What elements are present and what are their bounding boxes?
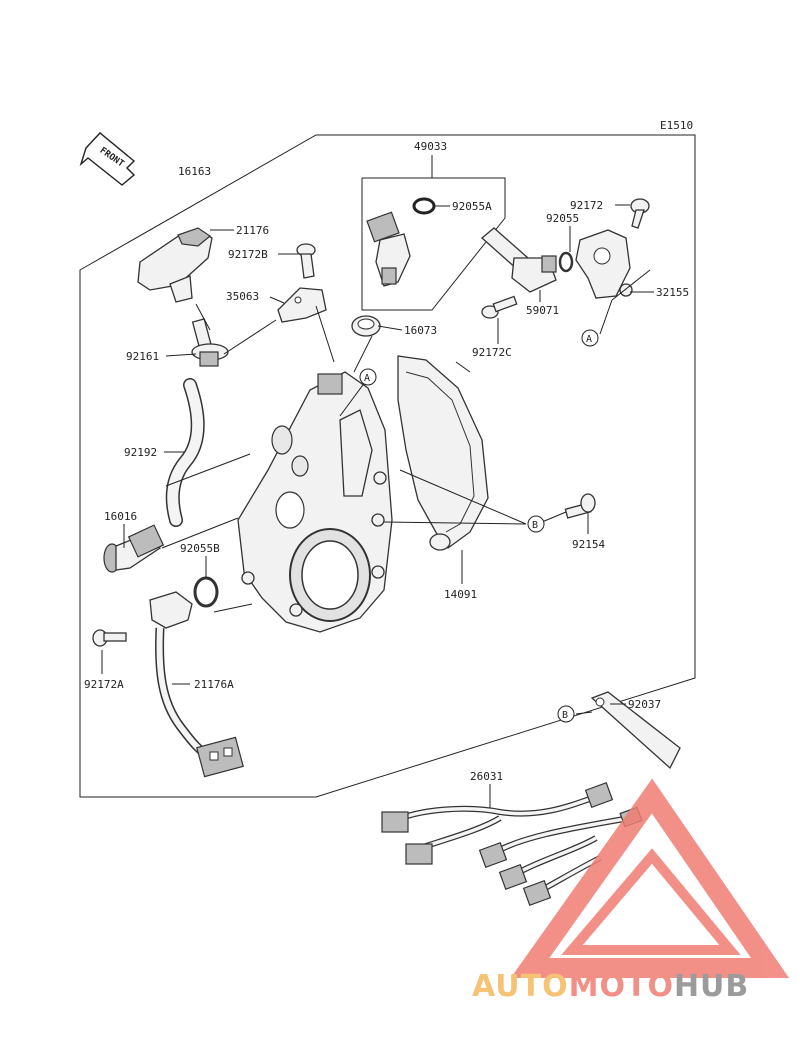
- part-label-35063: 35063: [226, 290, 259, 303]
- svg-text:AUTOMOTOHUB: AUTOMOTOHUB: [472, 969, 749, 1004]
- part-label-92172c: 92172C: [472, 346, 512, 359]
- injector-subframe: [361, 177, 506, 311]
- callout-b-body: B: [527, 515, 545, 533]
- oring-92055b-part: [193, 576, 219, 608]
- part-label-92154: 92154: [572, 538, 605, 551]
- svg-text:A: A: [586, 334, 592, 345]
- oring-92055a-part: [412, 197, 436, 215]
- diagram-code: E1510: [660, 119, 693, 132]
- oring-92055-part: [558, 251, 574, 273]
- part-label-14091: 14091: [444, 588, 477, 601]
- harness-26031-part: [381, 782, 643, 906]
- screw-92172c-part: [481, 295, 518, 319]
- front-arrow-icon: FRONT: [79, 132, 136, 186]
- part-label-92172: 92172: [570, 199, 603, 212]
- screw-92172-part: [630, 198, 650, 229]
- watermark-logo: AUTOMOTOHUB: [472, 778, 789, 1004]
- watermark-moto: MOTO: [569, 969, 674, 1004]
- part-label-26031: 26031: [470, 770, 503, 783]
- part-label-92172b: 92172B: [228, 248, 268, 261]
- assembly-frame: [79, 134, 696, 798]
- throttle-body-part: [237, 371, 393, 633]
- sensor-21176-part: [137, 227, 213, 303]
- part-label-32155: 32155: [656, 286, 689, 299]
- part-label-92055b: 92055B: [180, 542, 220, 555]
- part-label-16163: 16163: [178, 165, 211, 178]
- part-label-16073: 16073: [404, 324, 437, 337]
- holder-32155-part: [575, 229, 633, 299]
- part-label-49033: 49033: [414, 140, 447, 153]
- part-label-92161: 92161: [126, 350, 159, 363]
- strap-92037-part: [590, 691, 681, 770]
- part-label-21176: 21176: [236, 224, 269, 237]
- bolt-92154-part: [564, 493, 596, 519]
- part-label-59071: 59071: [526, 304, 559, 317]
- part-label-16016: 16016: [104, 510, 137, 523]
- callout-b-strap: B: [557, 705, 575, 723]
- watermark-hub: HUB: [674, 969, 749, 1004]
- part-label-92192: 92192: [124, 446, 157, 459]
- leader-lines: [101, 155, 654, 808]
- screw-92172b-part: [296, 243, 316, 279]
- screw-92172a-part: [92, 629, 127, 647]
- fitting-92161-part: [191, 318, 229, 367]
- cover-14091-part: [397, 355, 489, 551]
- callout-a-top: A: [359, 368, 377, 386]
- part-label-92037: 92037: [628, 698, 661, 711]
- injector-49033-part: [366, 211, 411, 287]
- svg-text:B: B: [562, 710, 568, 721]
- part-label-92172a: 92172A: [84, 678, 124, 691]
- pipe-59071-part: [481, 227, 557, 293]
- watermark-auto: AUTO: [472, 969, 569, 1004]
- svg-text:A: A: [364, 373, 370, 384]
- idle-valve-16016-part: [103, 524, 165, 573]
- svg-text:B: B: [532, 520, 538, 531]
- callout-a-right: A: [581, 329, 599, 347]
- part-label-21176a: 21176A: [194, 678, 234, 691]
- sensor-21176a-part: [149, 591, 244, 778]
- part-label-92055a: 92055A: [452, 200, 492, 213]
- seal-16073-part: [351, 315, 381, 337]
- bracket-35063-part: [277, 287, 327, 323]
- part-label-92055: 92055: [546, 212, 579, 225]
